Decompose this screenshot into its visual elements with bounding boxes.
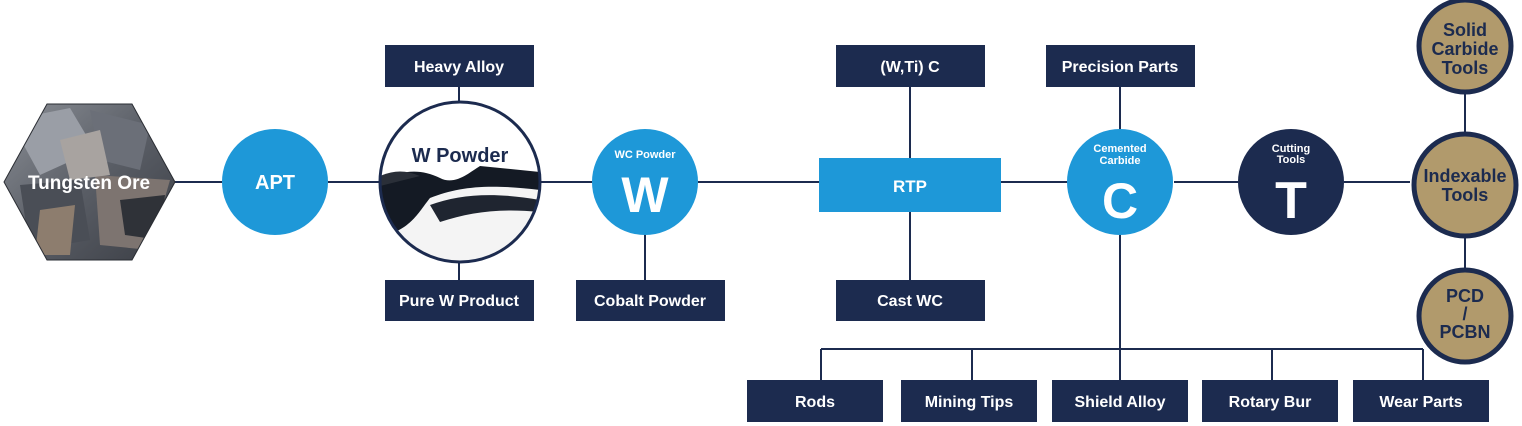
solid-carbide-tools-node: Solid Carbide Tools <box>1416 0 1514 95</box>
heavy-alloy-box: Heavy Alloy <box>385 45 534 87</box>
solid-line2: Carbide <box>1431 39 1498 59</box>
pcd-line1: PCD <box>1446 286 1484 306</box>
mining-tips-box: Mining Tips <box>901 380 1037 422</box>
pcd-line2: / <box>1462 304 1467 324</box>
wti-c-box: (W,Ti) C <box>836 45 985 87</box>
tungsten-ore-node: Tungsten Ore <box>3 103 176 261</box>
solid-line1: Solid <box>1443 20 1487 40</box>
pure-w-product-box: Pure W Product <box>385 280 534 321</box>
cemented-label-line2: Carbide <box>1100 155 1141 167</box>
ore-label: Tungsten Ore <box>28 173 150 194</box>
mining-tips-label: Mining Tips <box>925 394 1014 411</box>
wear-parts-label: Wear Parts <box>1379 394 1462 411</box>
connector-lines <box>175 87 1466 380</box>
solid-line3: Tools <box>1442 58 1489 78</box>
indexable-line1: Indexable <box>1423 166 1506 186</box>
wc-powder-icon: W <box>621 167 669 223</box>
powder-image <box>380 166 540 262</box>
cutting-label-line2: Tools <box>1277 154 1306 166</box>
rods-box: Rods <box>747 380 883 422</box>
wti-c-label: (W,Ti) C <box>880 59 940 76</box>
precision-parts-label: Precision Parts <box>1062 59 1179 76</box>
rotary-bur-box: Rotary Bur <box>1202 380 1338 422</box>
cast-wc-label: Cast WC <box>877 293 943 310</box>
w-powder-label: W Powder <box>412 145 509 167</box>
cast-wc-box: Cast WC <box>836 280 985 321</box>
pure-w-product-label: Pure W Product <box>399 293 520 310</box>
pcd-line3: PCBN <box>1439 322 1490 342</box>
rotary-bur-label: Rotary Bur <box>1229 394 1312 411</box>
cobalt-powder-box: Cobalt Powder <box>576 280 725 321</box>
indexable-line2: Tools <box>1442 185 1489 205</box>
cemented-label-line1: Cemented <box>1093 143 1146 155</box>
cemented-icon: C <box>1102 173 1138 229</box>
cutting-label-line1: Cutting <box>1272 143 1310 155</box>
cemented-carbide-node: Cemented Carbide C <box>1067 129 1173 235</box>
wear-parts-box: Wear Parts <box>1353 380 1489 422</box>
shield-alloy-label: Shield Alloy <box>1075 394 1166 411</box>
wc-powder-node: WC Powder W <box>592 129 698 235</box>
heavy-alloy-label: Heavy Alloy <box>414 59 504 76</box>
precision-parts-box: Precision Parts <box>1046 45 1195 87</box>
rtp-label: RTP <box>893 177 927 196</box>
cobalt-powder-label: Cobalt Powder <box>594 293 706 310</box>
cutting-tools-node: Cutting Tools T <box>1238 129 1344 235</box>
w-powder-node: W Powder <box>378 100 542 264</box>
apt-node: APT <box>222 129 328 235</box>
wc-powder-label: WC Powder <box>614 149 676 161</box>
pcd-pcbn-node: PCD / PCBN <box>1416 267 1514 365</box>
cutting-icon: T <box>1275 172 1307 230</box>
apt-label: APT <box>255 172 295 194</box>
shield-alloy-box: Shield Alloy <box>1052 380 1188 422</box>
rods-label: Rods <box>795 394 835 411</box>
indexable-tools-node: Indexable Tools <box>1411 131 1519 239</box>
rtp-node: RTP <box>819 158 1001 212</box>
